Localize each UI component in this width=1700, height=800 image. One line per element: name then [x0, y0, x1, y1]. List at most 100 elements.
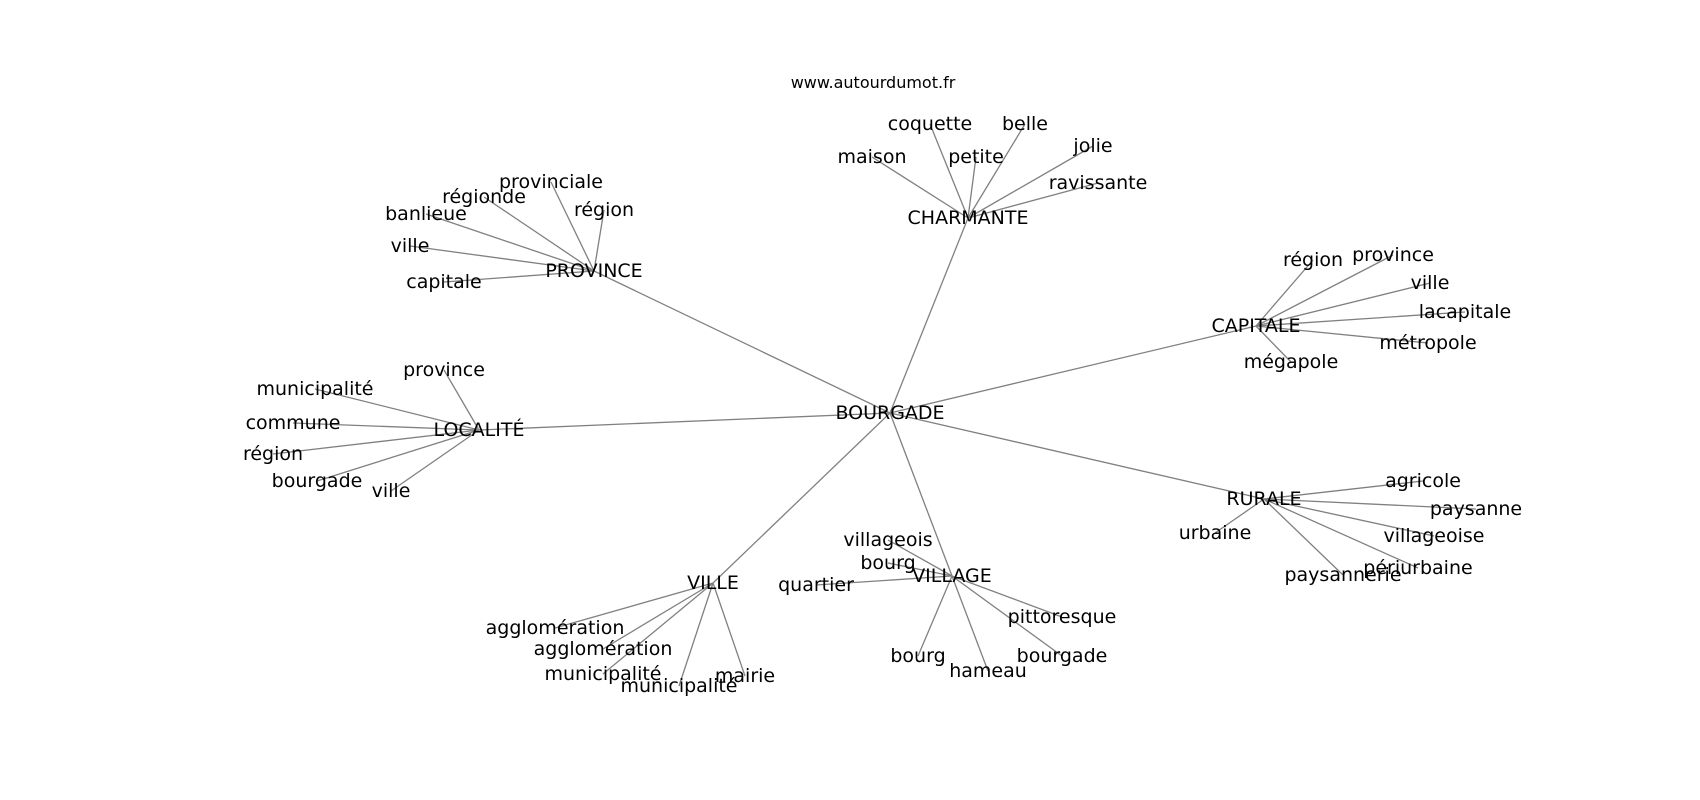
edge-charmante-leaf-5 [967, 182, 1099, 219]
edge-village-leaf-3 [951, 575, 1063, 618]
edge-rurale-leaf-5 [1214, 498, 1265, 534]
edge-center-localite [478, 412, 891, 431]
group-node-village: VILLAGE [912, 565, 992, 587]
edge-capitale-leaf-4 [1255, 325, 1429, 344]
leaf-node-capitale-2: ville [1411, 272, 1450, 294]
edge-localite-leaf-2 [292, 422, 480, 431]
leaf-node-ville-2: municipalité [545, 663, 662, 685]
edge-charmante-leaf-3 [967, 123, 1026, 219]
leaf-node-charmante-1: coquette [888, 113, 972, 135]
group-node-charmante: CHARMANTE [908, 207, 1029, 229]
source-watermark: www.autourdumot.fr [791, 73, 956, 92]
edge-province-leaf-5 [443, 270, 595, 283]
edge-capitale-leaf-5 [1255, 325, 1292, 363]
edge-ville-leaf-3 [678, 582, 714, 687]
edge-localite-leaf-4 [316, 429, 480, 482]
edge-province-leaf-3 [593, 209, 605, 272]
center-node: BOURGADE [835, 402, 944, 424]
leaf-node-village-0: villageois [843, 529, 932, 551]
leaf-node-localite-4: bourgade [272, 470, 363, 492]
edge-localite-leaf-0 [443, 369, 480, 431]
leaf-node-village-4: bourgade [1017, 645, 1108, 667]
leaf-node-capitale-5: mégapole [1244, 351, 1339, 373]
leaf-node-rurale-3: périurbaine [1363, 557, 1472, 579]
edge-province-leaf-1 [483, 196, 595, 272]
leaf-node-village-5: hameau [949, 660, 1027, 682]
leaf-node-capitale-1: province [1352, 244, 1434, 266]
edge-village-leaf-0 [887, 539, 953, 577]
leaf-node-province-4: ville [391, 235, 430, 257]
edge-localite-leaf-5 [390, 429, 480, 492]
edge-charmante-leaf-2 [967, 156, 977, 219]
leaf-node-rurale-4: paysannerie [1284, 564, 1401, 586]
leaf-node-charmante-3: belle [1002, 113, 1048, 135]
leaf-node-village-1: bourg [860, 552, 915, 574]
leaf-node-charmante-4: jolie [1072, 135, 1112, 157]
leaf-node-village-6: bourg [890, 645, 945, 667]
edge-center-ville [712, 412, 891, 584]
edge-province-leaf-2 [550, 181, 595, 272]
edge-capitale-leaf-2 [1255, 282, 1431, 327]
edge-center-rurale [889, 412, 1265, 500]
leaf-node-capitale-0: région [1283, 249, 1343, 271]
leaf-node-village-3: pittoresque [1008, 606, 1117, 628]
leaf-node-ville-1: agglomération [534, 638, 673, 660]
leaf-node-localite-5: ville [372, 480, 411, 502]
leaf-node-capitale-3: lacapitale [1419, 301, 1511, 323]
leaf-node-province-2: provinciale [499, 171, 603, 193]
leaf-node-province-3: région [574, 199, 634, 221]
edge-center-capitale [889, 325, 1257, 414]
edge-rurale-leaf-3 [1263, 498, 1419, 569]
leaf-node-ville-0: agglomération [486, 617, 625, 639]
graph-labels: BOURGADE CHARMANTE maison coquette petite bel… [243, 113, 1522, 697]
leaf-node-localite-2: commune [246, 412, 341, 434]
edge-ville-leaf-2 [602, 582, 714, 675]
leaf-node-localite-0: province [403, 359, 485, 381]
leaf-node-rurale-5: urbaine [1179, 522, 1252, 544]
edge-localite-leaf-3 [272, 429, 480, 455]
leaf-node-localite-3: région [243, 443, 303, 465]
edge-village-leaf-6 [917, 575, 953, 657]
edge-village-leaf-4 [951, 575, 1063, 657]
edge-rurale-leaf-2 [1263, 498, 1435, 537]
edge-village-leaf-5 [951, 575, 989, 672]
edge-rurale-leaf-1 [1263, 498, 1477, 510]
edge-rurale-leaf-4 [1263, 498, 1344, 576]
leaf-node-ville-3: municipalité [621, 675, 738, 697]
edge-village-leaf-2 [815, 575, 953, 586]
edge-rurale-leaf-0 [1263, 480, 1424, 500]
leaf-node-ville-4: mairie [715, 665, 775, 687]
edge-capitale-leaf-3 [1255, 311, 1466, 327]
edge-province-leaf-0 [425, 213, 595, 272]
leaf-node-rurale-1: paysanne [1430, 498, 1522, 520]
leaf-node-charmante-5: ravissante [1049, 172, 1148, 194]
edge-capitale-leaf-1 [1255, 254, 1394, 327]
edge-center-village [889, 412, 953, 577]
leaf-node-charmante-2: petite [948, 146, 1004, 168]
group-node-ville: VILLE [687, 572, 739, 594]
leaf-node-village-2: quartier [778, 574, 854, 596]
leaf-node-province-1: régionde [442, 186, 526, 208]
edge-ville-leaf-0 [554, 582, 714, 629]
group-node-capitale: CAPITALE [1211, 315, 1300, 337]
leaf-node-province-5: capitale [406, 271, 482, 293]
edge-charmante-leaf-4 [967, 145, 1094, 219]
group-node-localite: LOCALITÉ [434, 418, 525, 441]
edge-charmante-leaf-0 [871, 156, 969, 219]
leaf-node-rurale-2: villageoise [1384, 525, 1485, 547]
graph-edges [272, 123, 1477, 687]
leaf-node-charmante-0: maison [838, 146, 907, 168]
edge-capitale-leaf-0 [1255, 259, 1314, 327]
edge-village-leaf-1 [887, 562, 953, 577]
edge-province-leaf-4 [409, 245, 595, 272]
group-node-province: PROVINCE [545, 260, 642, 282]
leaf-node-province-0: banlieue [385, 203, 467, 225]
leaf-node-capitale-4: métropole [1379, 332, 1476, 354]
edge-center-charmante [889, 217, 969, 414]
edge-center-province [593, 270, 891, 414]
edge-ville-leaf-1 [602, 582, 714, 650]
group-node-rurale: RURALE [1226, 488, 1301, 510]
edge-localite-leaf-1 [314, 388, 480, 431]
edge-charmante-leaf-1 [929, 123, 969, 219]
